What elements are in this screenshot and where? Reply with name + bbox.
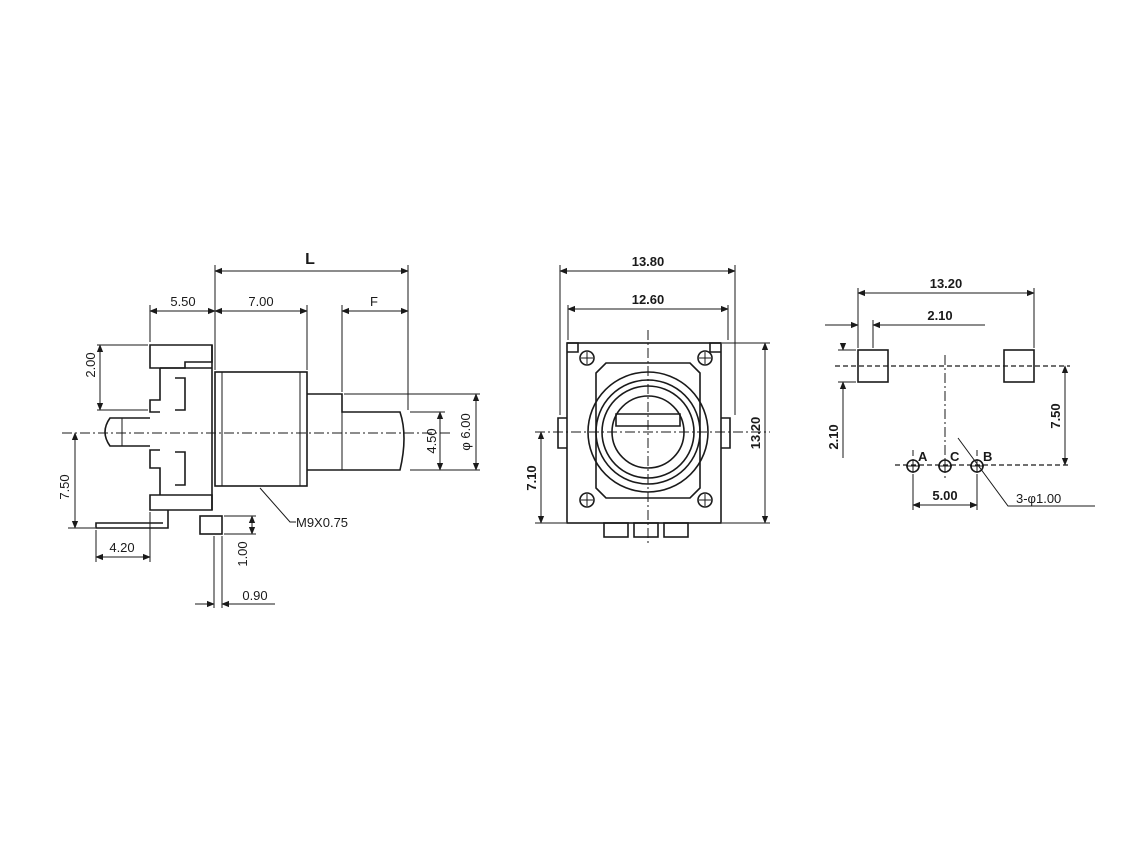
side-body [95,344,223,535]
dim-7-10: 7.10 [524,465,539,490]
dim-12-60: 12.60 [632,292,665,307]
dim-5-00: 5.00 [932,488,957,503]
dim-dia-6-00: φ 6.00 [458,413,473,450]
shaft [307,393,405,471]
dim-4-50: 4.50 [424,428,439,453]
dim-13-80: 13.80 [632,254,665,269]
dim-2-00: 2.00 [83,352,98,377]
dim-7-00: 7.00 [248,294,273,309]
hole-spec: 3-φ1.00 [1016,491,1061,506]
dim-13-20-height: 13.20 [748,417,763,450]
dim-13-20-width: 13.20 [930,276,963,291]
pin-label-b: B [983,449,992,464]
pin-label-c: C [950,449,960,464]
dim-F: F [370,294,378,309]
mount-holes [579,350,713,508]
thread-spec: M9X0.75 [296,515,348,530]
footprint-view: A C B 13.20 2.10 2.10 7.50 5.00 3-φ1.00 [825,276,1095,510]
pin-label-a: A [918,449,928,464]
bushing [214,371,308,487]
dim-5-50: 5.50 [170,294,195,309]
dim-4-20: 4.20 [109,540,134,555]
front-body [557,342,731,538]
dim-2-10-horizontal: 2.10 [927,308,952,323]
dim-7-50: 7.50 [57,474,72,499]
side-view: L 5.50 7.00 F 2.00 7.50 4.50 φ 6.00 M9X0… [57,251,480,608]
dim-2-10-vertical: 2.10 [826,424,841,449]
front-view: 13.80 12.60 13.20 7.10 [524,254,770,545]
pin-holes [906,450,984,473]
dim-7-50-footprint: 7.50 [1048,403,1063,428]
dim-0-90: 0.90 [242,588,267,603]
dim-1-00: 1.00 [235,541,250,566]
dim-L: L [305,251,315,268]
